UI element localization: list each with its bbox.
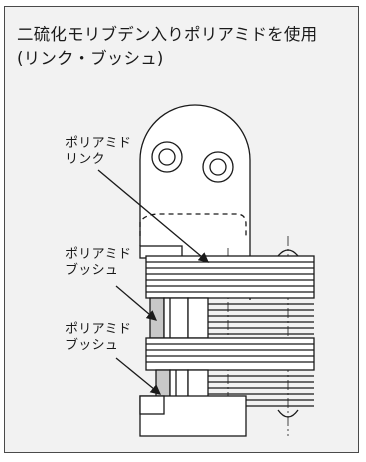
label-link-line-1: ポリアミド (65, 136, 132, 151)
hole-left-outer (151, 141, 183, 173)
label-bushing-lower: ポリアミド ブッシュ (65, 322, 131, 354)
right-fastener-bottom (277, 409, 299, 418)
label-bushing-upper: ポリアミド ブッシュ (65, 247, 131, 279)
right-fastener-top (277, 249, 299, 257)
leader-link (97, 169, 209, 263)
leader-bushing-lower (115, 357, 162, 395)
label-bushing-upper-line-1: ポリアミド (65, 247, 132, 262)
hole-left-inner (158, 148, 176, 166)
label-bushing-upper-line-2: ブッシュ (65, 263, 119, 278)
label-bushing-lower-line-2: ブッシュ (65, 338, 119, 353)
hole-right-inner (209, 158, 227, 176)
hole-right-outer (202, 151, 234, 183)
label-link: ポリアミド リンク (65, 136, 131, 168)
base-step (139, 395, 165, 415)
upper-plate-stack (145, 255, 315, 299)
upper-bushing (149, 297, 314, 339)
label-link-line-2: リンク (65, 152, 105, 167)
link-dashed-contour (139, 213, 247, 236)
leader-bushing-upper (115, 285, 157, 321)
title-line-1: 二硫化モリブデン入りポリアミドを使用 (17, 25, 318, 44)
diagram-title: 二硫化モリブデン入りポリアミドを使用 (リンク・ブッシュ) (17, 23, 317, 71)
title-line-2: (リンク・ブッシュ) (17, 49, 164, 68)
middle-plate-stack (145, 337, 315, 371)
label-bushing-lower-line-1: ポリアミド (65, 322, 132, 337)
